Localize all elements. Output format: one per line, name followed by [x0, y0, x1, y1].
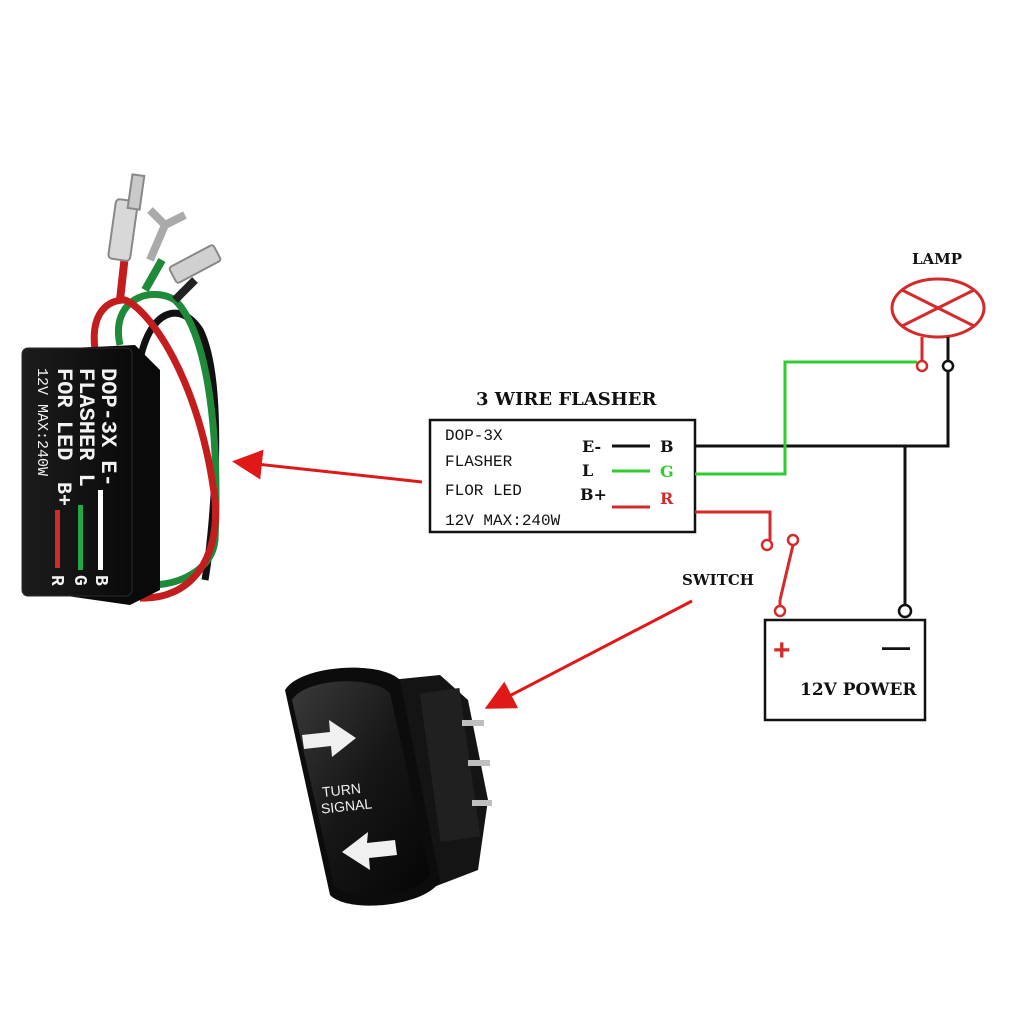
battery-label: 12V POWER	[800, 680, 917, 700]
module-bplus: B+	[51, 482, 74, 506]
module-stripe-white	[98, 490, 103, 570]
flasher-box	[428, 418, 697, 534]
switch-label: SWITCH	[682, 571, 754, 589]
black-wire-to-lamp	[695, 370, 950, 448]
rocker-label-line1: TURN	[321, 780, 361, 800]
terminal-l-label: L	[582, 461, 593, 480]
arrow-left-icon	[342, 832, 397, 870]
flasher-title: 3 WIRE FLASHER	[476, 389, 657, 410]
battery-plus: +	[773, 634, 791, 667]
terminal-e-label: E-	[582, 437, 601, 456]
flasher-line4: 12V MAX:240W	[445, 512, 561, 530]
module-mark-g: G	[69, 575, 89, 586]
flasher-line3: FLOR LED	[445, 482, 522, 500]
module-red-wire	[90, 296, 220, 602]
red-wire-to-switch	[695, 510, 772, 540]
module-stripe-red	[55, 510, 60, 568]
arrow-right-icon	[302, 720, 356, 757]
module-line2: FLASHER L	[73, 368, 98, 487]
lamp-label: LAMP	[912, 250, 962, 268]
rocker-label-line2: SIGNAL	[320, 795, 373, 816]
module-mark-r: R	[46, 575, 66, 586]
terminal-e-code: B	[660, 437, 674, 456]
terminal-l-code: G	[660, 462, 674, 481]
terminal-bplus-code: R	[660, 489, 674, 508]
module-line3: FOR LED	[51, 368, 76, 460]
flasher-line1: DOP-3X	[445, 427, 503, 445]
battery-minus: —	[882, 631, 910, 662]
arrow-to-module	[232, 449, 423, 484]
flasher-line2: FLASHER	[445, 453, 513, 471]
terminal-bplus-label: B+	[580, 485, 607, 504]
lamp-icon	[890, 277, 986, 373]
module-stripe-green	[78, 505, 83, 570]
module-line4: 12V MAX:240W	[33, 368, 50, 476]
switch-symbol	[760, 533, 800, 618]
module-line1: DOP-3X E-	[95, 368, 120, 487]
module-mark-b: B	[90, 575, 110, 586]
rocker-switch: TURN SIGNAL	[285, 667, 492, 906]
flasher-module: DOP-3X E- FLASHER L FOR LED 12V MAX:240W…	[21, 173, 222, 605]
green-wire-to-lamp	[695, 360, 917, 476]
arrow-to-rocker	[484, 599, 693, 709]
battery-box	[763, 618, 927, 722]
